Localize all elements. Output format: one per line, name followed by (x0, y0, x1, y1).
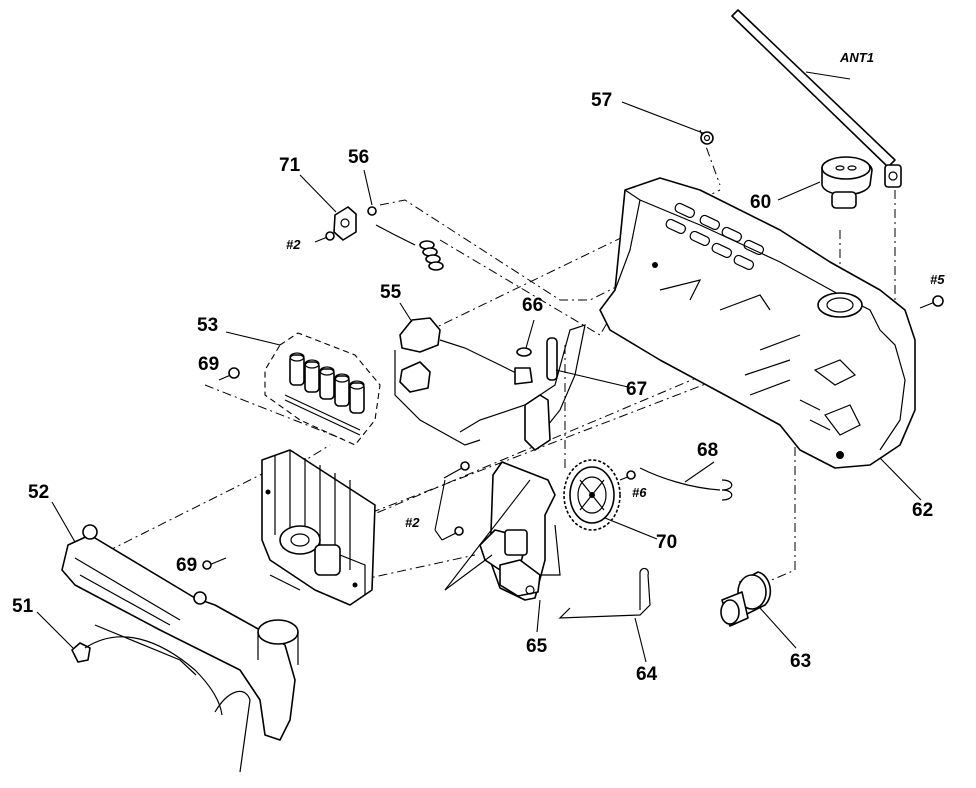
label-screw-5: #5 (930, 272, 945, 287)
screw-icon (202, 557, 227, 570)
pointer-51 (71, 624, 223, 716)
label-69-top: 69 (198, 354, 219, 375)
antenna-ant1 (731, 9, 902, 188)
dial-frame-52 (61, 524, 299, 773)
spring-56 (367, 206, 444, 271)
motor-assembly-65 (479, 461, 561, 601)
spring-68 (639, 467, 733, 501)
screws (202, 231, 944, 570)
screw-icon (919, 295, 944, 309)
label-68: 68 (697, 440, 718, 461)
cabinet-62 (599, 177, 916, 469)
screw-icon (443, 461, 470, 479)
label-63: 63 (790, 651, 811, 672)
label-65: 65 (526, 636, 548, 657)
screw-icon (314, 231, 335, 243)
nut-57 (700, 131, 714, 145)
clip-71 (333, 206, 357, 241)
label-ant1: ANT1 (839, 50, 874, 65)
key-row (284, 352, 365, 436)
label-53: 53 (197, 315, 218, 336)
knob-60 (821, 156, 873, 209)
label-69-bottom: 69 (176, 555, 197, 576)
label-60: 60 (750, 192, 771, 213)
label-52: 52 (28, 482, 49, 503)
leader-lines (36, 71, 922, 663)
screw-icon (218, 367, 240, 381)
label-screw-2-bottom: #2 (405, 515, 420, 530)
screw-icon (619, 470, 636, 481)
push-keys-53 (264, 332, 381, 446)
post-66 (514, 347, 533, 385)
label-70: 70 (656, 532, 677, 553)
label-51: 51 (12, 596, 34, 617)
label-62: 62 (912, 500, 933, 521)
bracket-55 (394, 317, 521, 446)
plate-64 (558, 567, 651, 619)
shaft-63 (720, 571, 772, 627)
screw-labels: #2 #2 #5 #6 (286, 237, 945, 530)
label-55: 55 (380, 282, 402, 303)
label-64: 64 (636, 664, 658, 685)
part-labels: 51 52 53 55 56 57 60 62 63 64 65 66 67 6… (12, 50, 933, 685)
label-screw-2-top: #2 (286, 237, 301, 252)
label-56: 56 (348, 147, 369, 168)
label-screw-6: #6 (632, 485, 647, 500)
gear-70 (563, 459, 621, 531)
screw-icon (441, 526, 464, 541)
label-71: 71 (279, 155, 301, 176)
cabinet-slots (665, 202, 765, 271)
rod-67 (546, 337, 558, 381)
label-57: 57 (591, 90, 612, 111)
bracket-board (459, 324, 586, 451)
switch-board (261, 449, 376, 606)
label-67: 67 (626, 379, 647, 400)
label-66: 66 (522, 295, 543, 316)
